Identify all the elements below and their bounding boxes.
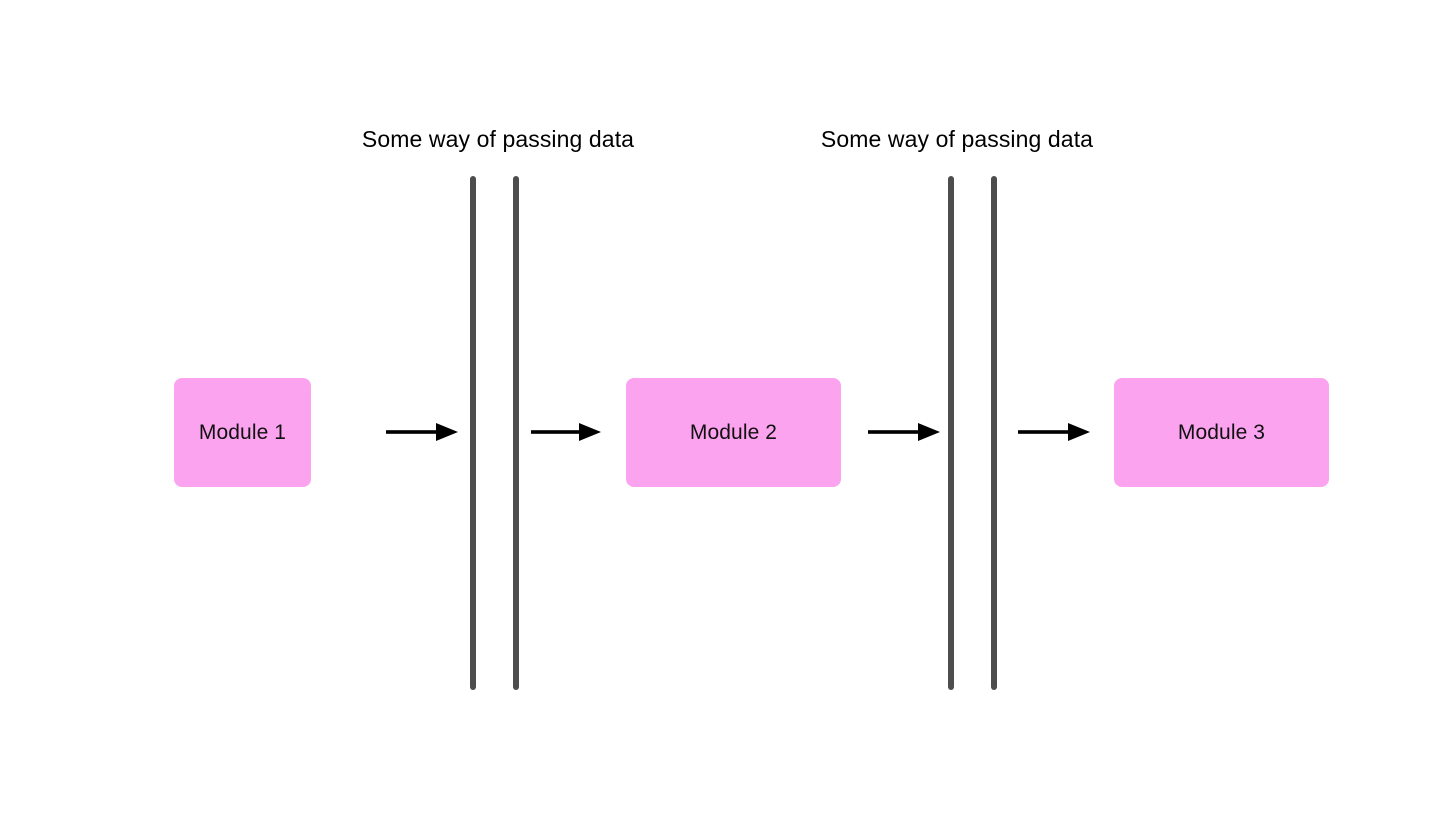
- boundary-bar-left-channel-1: [470, 176, 476, 690]
- arrow-right-icon-2: [531, 418, 601, 446]
- module-box-2: Module 2: [626, 378, 841, 487]
- module-label-3: Module 3: [1177, 420, 1266, 444]
- boundary-bar-left-channel-2: [948, 176, 954, 690]
- module-label-2: Module 2: [689, 420, 778, 444]
- module-box-1: Module 1: [174, 378, 311, 487]
- module-label-1: Module 1: [198, 420, 287, 444]
- arrow-right-icon-1: [386, 418, 458, 446]
- arrow-right-icon-4: [1018, 418, 1090, 446]
- arrow-right-icon-3: [868, 418, 940, 446]
- module-box-3: Module 3: [1114, 378, 1329, 487]
- channel-label-2: Some way of passing data: [820, 126, 1094, 152]
- boundary-bar-right-channel-1: [513, 176, 519, 690]
- channel-label-1: Some way of passing data: [361, 126, 635, 152]
- boundary-bar-right-channel-2: [991, 176, 997, 690]
